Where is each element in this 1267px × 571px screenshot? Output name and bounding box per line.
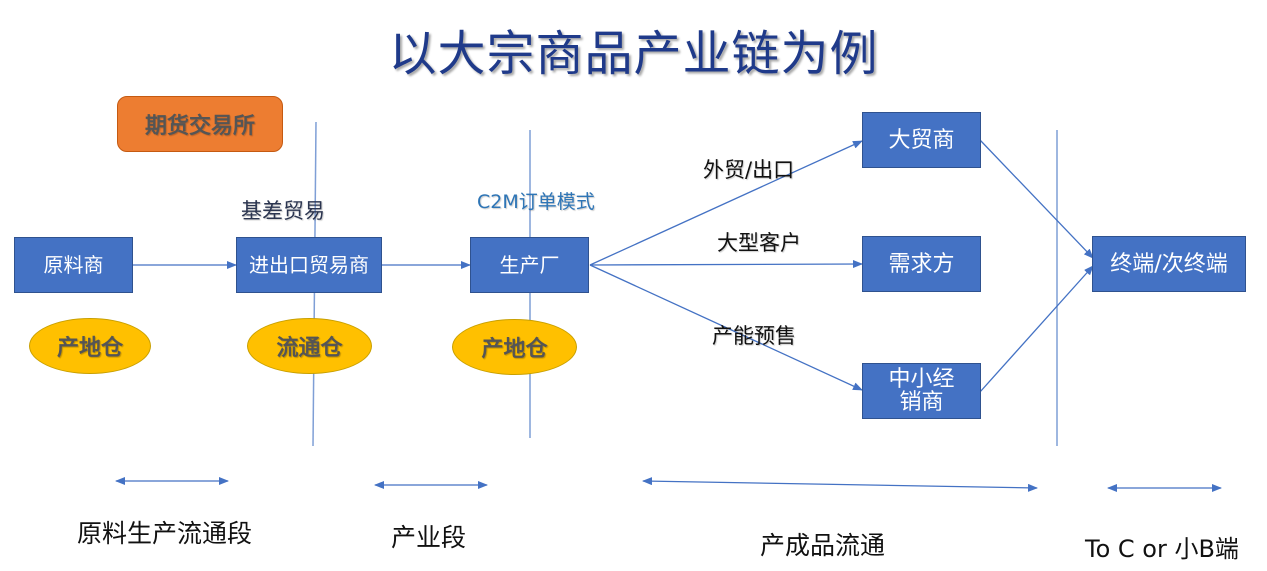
node-raw-supplier: 原料商 [14, 237, 133, 293]
warehouse-circulation: 流通仓 [247, 318, 372, 374]
node-big-trader: 大贸商 [862, 112, 981, 168]
presale-label: 产能预售 [712, 324, 796, 348]
range-arrow-product [642, 477, 1038, 492]
segment-product-circulation: 产成品流通 [760, 531, 886, 560]
warehouse-origin-1: 产地仓 [29, 318, 151, 374]
arrow-factory-to-demand [589, 260, 863, 269]
c2m-label: C2M订单模式 [477, 191, 595, 213]
node-import-export-trader: 进出口贸易商 [236, 237, 382, 293]
warehouse-origin-2: 产地仓 [452, 319, 577, 375]
arrow-factory-to-dealer [589, 264, 863, 391]
arrow-big-trader-to-terminal [979, 139, 1094, 259]
segment-raw-circulation: 原料生产流通段 [77, 519, 253, 548]
node-factory: 生产厂 [470, 237, 589, 293]
diagram-title: 以大宗商品产业链为例 [388, 26, 879, 82]
futures-exchange-box: 期货交易所 [117, 96, 283, 152]
segment-consumer: To C or 小B端 [1085, 535, 1239, 563]
export-label: 外贸/出口 [703, 158, 795, 182]
segment-industry: 产业段 [391, 523, 467, 552]
node-demand-side: 需求方 [862, 236, 981, 292]
arrow-factory-to-big-trader [589, 140, 863, 266]
large-customer-label: 大型客户 [717, 231, 801, 255]
node-terminal: 终端/次终端 [1092, 236, 1246, 292]
arrow-dealer-to-terminal [979, 265, 1094, 393]
node-small-dealer: 中小经销商 [862, 363, 981, 419]
basis-trade-label: 基差贸易 [241, 199, 325, 223]
